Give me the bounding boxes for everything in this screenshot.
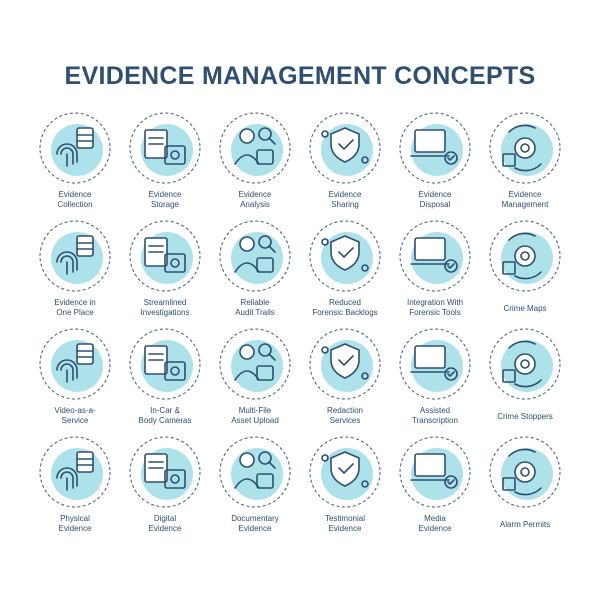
concept-item: Multi-File Asset Upload [210,322,300,430]
concept-label: Evidence Analysis [238,190,272,209]
concept-label: Crime Stoppers [497,412,553,421]
clothing-evidence-icon [39,436,111,508]
concept-label: Crime Maps [503,304,547,313]
concept-label: Video-as-a- Service [54,406,96,425]
concept-item: Alarm Permits [480,430,570,538]
concept-label: Testimonial Evidence [324,514,365,533]
concept-label: Redaction Services [326,406,364,425]
handcuffs-gear-icon [309,220,381,292]
video-caption-icon [399,328,471,400]
alarm-wrench-icon [489,436,561,508]
concept-label: Evidence Management [501,190,549,209]
camera-envelope-icon [219,436,291,508]
concept-label: Multi-File Asset Upload [231,406,279,425]
safe-folder-icon [129,112,201,184]
concept-item: Evidence Analysis [210,106,300,214]
camera-cloud-icon [39,328,111,400]
concept-label: Assisted Transcription [412,406,458,425]
shield-info-icon [129,220,201,292]
concept-item: Integration With Forensic Tools [390,214,480,322]
concept-label: Evidence in One Place [54,298,96,317]
concept-item: Physical Evidence [30,430,120,538]
concept-label: Documentary Evidence [231,514,279,533]
concept-item: Assisted Transcription [390,322,480,430]
concept-label: Reduced Forensic Backlogs [312,298,378,317]
concept-label: Media Evidence [418,514,452,533]
concept-item: Video-as-a- Service [30,322,120,430]
concept-label: Streamlined Investigations [140,298,190,317]
tablet-warning-icon [129,436,201,508]
map-pin-icon [489,220,561,292]
concept-item: Evidence Management [480,106,570,214]
network-fingerprint-icon [39,220,111,292]
concept-item: Evidence Disposal [390,106,480,214]
concept-item: Documentary Evidence [210,430,300,538]
concept-item: Redaction Services [300,322,390,430]
concept-item: Evidence Sharing [300,106,390,214]
clipboard-shield-icon [219,220,291,292]
concept-item: Media Evidence [390,430,480,538]
files-upload-icon [219,328,291,400]
concept-item: Crime Stoppers [480,322,570,430]
document-recycle-icon [399,112,471,184]
concept-label: Evidence Storage [148,190,182,209]
courtroom-icon [309,436,381,508]
concept-item: Evidence Collection [30,106,120,214]
concept-label: Evidence Disposal [418,190,452,209]
concept-item: In-Car & Body Cameras [120,322,210,430]
officer-car-icon [129,328,201,400]
concept-label: Physical Evidence [58,514,92,533]
page-title: EVIDENCE MANAGEMENT CONCEPTS [64,62,536,90]
concept-label: Evidence Collection [57,190,93,209]
concept-item: Evidence in One Place [30,214,120,322]
concept-label: Digital Evidence [148,514,182,533]
ear-microphone-icon [399,436,471,508]
concept-label: Reliable Audit Trails [235,298,275,317]
fingerprint-database-icon [39,112,111,184]
concept-label: In-Car & Body Cameras [138,406,192,425]
concept-item: Crime Maps [480,214,570,322]
concept-label: Evidence Sharing [328,190,362,209]
laptop-puzzle-icon [399,220,471,292]
concept-item: Reduced Forensic Backlogs [300,214,390,322]
concept-item: Digital Evidence [120,430,210,538]
shield-id-card-icon [309,328,381,400]
concept-item: Streamlined Investigations [120,214,210,322]
concept-item: Reliable Audit Trails [210,214,300,322]
fingerprint-gear-icon [489,112,561,184]
concept-label: Integration With Forensic Tools [406,298,464,317]
runner-phone-icon [489,328,561,400]
investigator-magnifier-icon [219,112,291,184]
concept-item: Evidence Storage [120,106,210,214]
concept-label: Alarm Permits [499,520,551,529]
shield-network-icon [309,112,381,184]
concept-item: Testimonial Evidence [300,430,390,538]
